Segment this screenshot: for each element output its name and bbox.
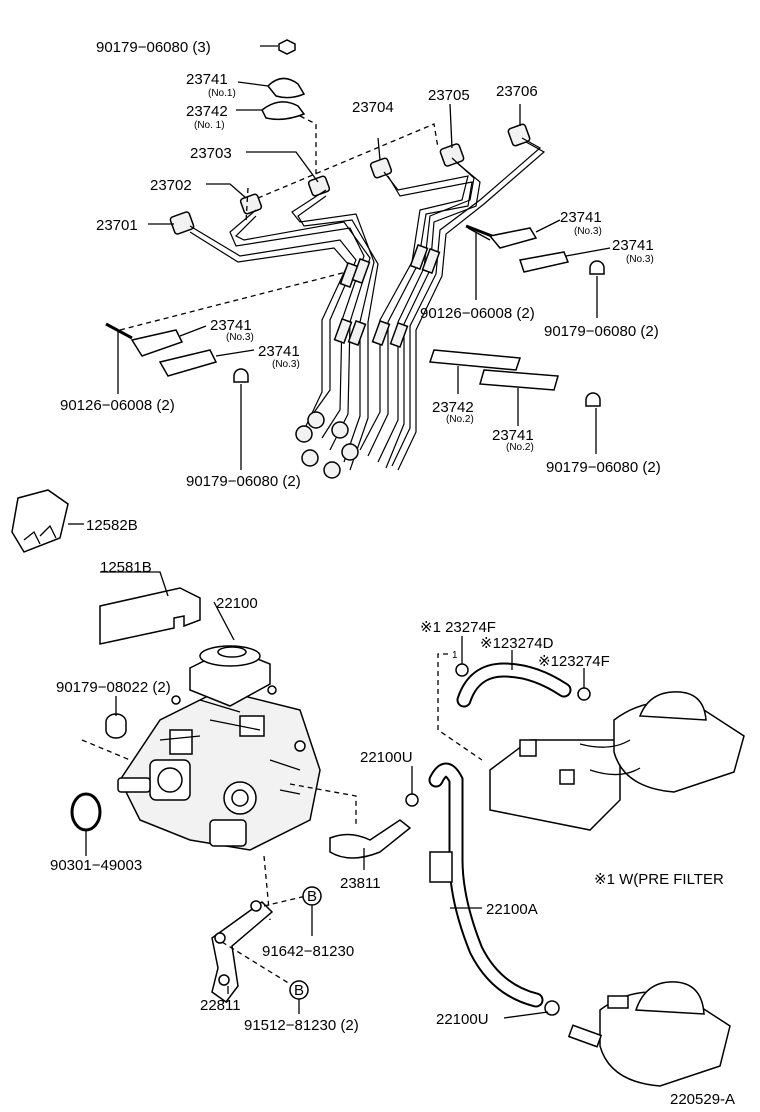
label-23705: 23705 [428, 87, 470, 104]
label-90179-06080-3: 90179−06080 (3) [96, 39, 211, 56]
label-23741-no3-d: 23741 [612, 237, 654, 254]
label-23741-no3-c: 23741 [560, 209, 602, 226]
cover-12582B[interactable] [11, 489, 69, 553]
label-23741-no3-b: 23741 [258, 343, 300, 360]
label-90179-06080-left: 90179−06080 (2) [186, 473, 301, 490]
label-22100A: 22100A [486, 901, 538, 918]
o-ring-90301-49003[interactable] [70, 792, 102, 832]
clamp-23741-no3-lower-left[interactable] [158, 349, 218, 377]
clip-22100U-lower[interactable] [544, 1000, 560, 1016]
label-23742-no2-sub: (No.2) [446, 414, 474, 425]
label-22100: 22100 [216, 595, 258, 612]
label-91642-81230: 91642−81230 [262, 943, 354, 960]
label-90179-06080-right-1: 90179−06080 (2) [544, 323, 659, 340]
pre-filter-lower[interactable] [567, 981, 731, 1087]
covers-group [11, 489, 201, 645]
label-23741-no2-sub: (No.2) [506, 442, 534, 453]
clip-23274F-right[interactable] [577, 687, 591, 701]
clamp-23742-no2[interactable] [428, 349, 522, 371]
label-91512-81230: 91512−81230 (2) [244, 1017, 359, 1034]
label-12581B: 12581B [100, 559, 152, 576]
label-23811: 23811 [340, 875, 381, 892]
label-23741-no3-c-sub: (No.3) [574, 226, 602, 237]
label-90126-06008-right: 90126−06008 (2) [420, 305, 535, 322]
injection-pipes-group [105, 39, 611, 479]
label-22100U-upper: 22100U [360, 749, 413, 766]
connector-23701[interactable] [169, 211, 195, 235]
clamp-23741-no3-lower-right[interactable] [519, 251, 570, 273]
clamp-23742-no1[interactable] [261, 101, 306, 121]
bolt-90126-06008-left[interactable] [105, 322, 133, 340]
label-23741-no3-b-sub: (No.3) [272, 359, 300, 370]
clamp-23741-no2[interactable] [479, 369, 559, 391]
label-90179-08022: 90179−08022 (2) [56, 679, 171, 696]
label-23741-no3-a-sub: (No.3) [226, 332, 254, 343]
label-22100U-lower: 22100U [436, 1011, 489, 1028]
label-23706: 23706 [496, 83, 538, 100]
nut-90179-06080-top[interactable] [278, 39, 296, 55]
label-23703: 23703 [190, 145, 232, 162]
label-23742-no2: 23742 [432, 399, 474, 416]
clamp-23741-no3-upper-left[interactable] [130, 329, 184, 357]
label-23741-no1: 23741 [186, 71, 228, 88]
label-23704: 23704 [352, 99, 394, 116]
label-90126-06008-left: 90126−06008 (2) [60, 397, 175, 414]
label-90301-49003: 90301−49003 [50, 857, 142, 874]
marker-b-upper-text: B [307, 888, 317, 905]
marker-1: 1 [452, 650, 458, 661]
clamp-23741-no3-upper-right[interactable] [488, 227, 538, 249]
diagram-id-footer: 220529-A [670, 1091, 735, 1108]
nut-90179-06080-right-upper[interactable] [589, 260, 605, 275]
label-23274D: ※123274D [480, 635, 554, 652]
clamp-23741-no1[interactable] [266, 77, 306, 99]
label-23741-no3-d-sub: (No.3) [626, 254, 654, 265]
label-23274F-b: ※123274F [538, 653, 610, 670]
label-90179-06080-right-2: 90179−06080 (2) [546, 459, 661, 476]
label-23742-no1: 23742 [186, 103, 228, 120]
connector-23706[interactable] [507, 123, 531, 147]
connector-23702[interactable] [239, 193, 263, 215]
note-pre-filter: ※1 W(PRE FILTER [594, 871, 724, 888]
hose-23811[interactable] [329, 819, 412, 859]
nut-90179-06080-right-lower[interactable] [585, 392, 601, 407]
label-23742-no1-sub: (No. 1) [194, 120, 225, 131]
fuel-hoses-group: 1 [405, 636, 745, 1087]
marker-b-lower-text: B [294, 982, 304, 999]
label-22811: 22811 [200, 997, 241, 1014]
clip-22100U-upper[interactable] [405, 793, 419, 807]
nut-90179-08022[interactable] [105, 713, 127, 739]
pre-filter-upper[interactable] [489, 691, 745, 831]
connector-23704[interactable] [369, 157, 393, 179]
label-23741-no2: 23741 [492, 427, 534, 444]
connector-23703[interactable] [307, 175, 331, 197]
label-23702: 23702 [150, 177, 192, 194]
injection-pipe-bundle [189, 137, 546, 479]
callout-labels: 90179−06080 (3) 23741 (No.1) 23742 (No. … [50, 39, 735, 1108]
injection-pump-22100[interactable] [117, 645, 321, 851]
clip-23274F-left[interactable] [455, 663, 469, 677]
label-23274F-a: ※1 23274F [420, 619, 496, 636]
nut-90179-06080-left[interactable] [233, 368, 249, 383]
label-23701: 23701 [96, 217, 138, 234]
label-23741-no1-sub: (No.1) [208, 88, 236, 99]
label-23741-no3-a: 23741 [210, 317, 252, 334]
connector-23705[interactable] [439, 143, 465, 167]
label-12582B: 12582B [86, 517, 138, 534]
bolt-90126-06008-right[interactable] [465, 224, 493, 238]
cover-12581B[interactable] [99, 587, 201, 645]
